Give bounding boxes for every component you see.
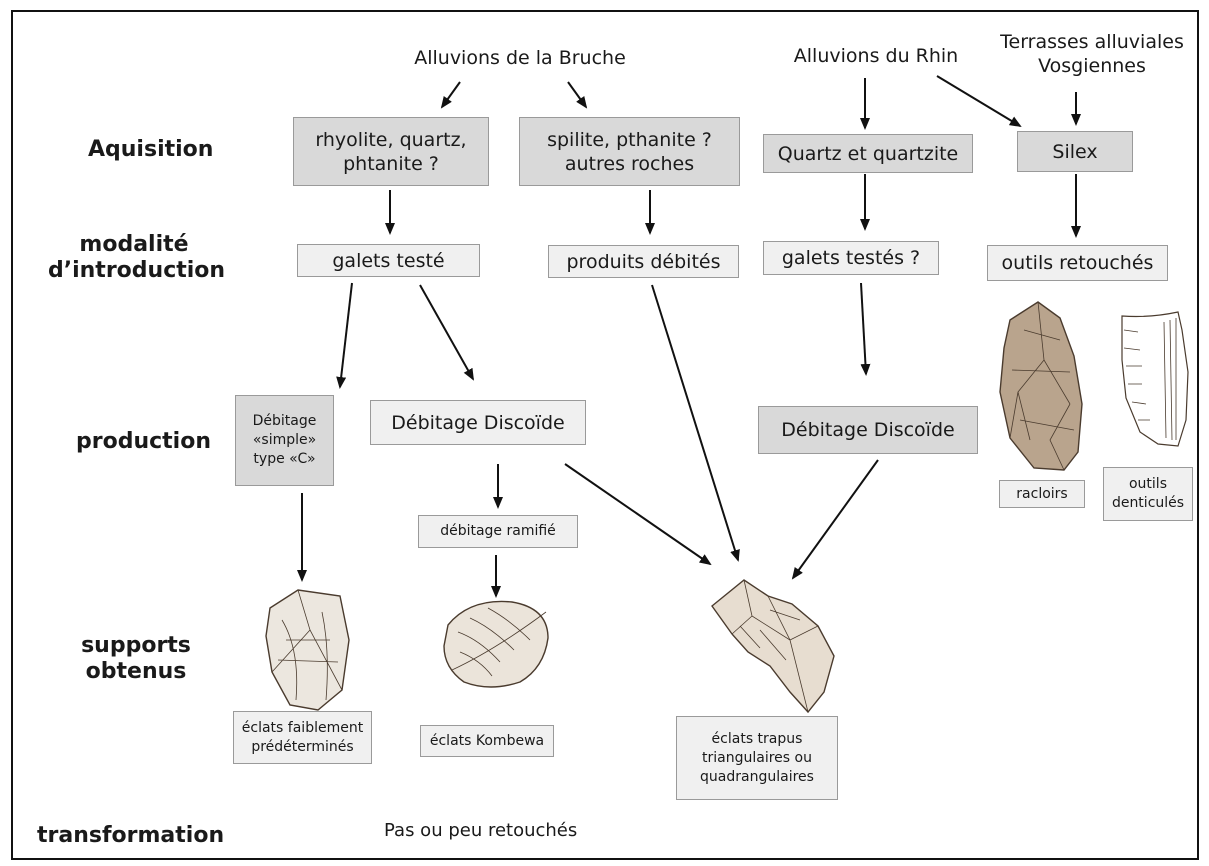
flake-faiblement-drawing (266, 590, 349, 710)
box-debitage-discoide-1: Débitage Discoïde (370, 400, 586, 445)
box-racloirs: racloirs (999, 480, 1085, 508)
box-rhyolite: rhyolite, quartz, phtanite ? (293, 117, 489, 186)
arrow-galetstestes-discoide (861, 283, 866, 374)
racloir-drawing (1000, 302, 1082, 470)
arrow-bruche-spilite (568, 82, 586, 107)
box-galets-testes: galets testés ? (763, 241, 939, 275)
box-eclats-faiblement: éclats faiblement prédéterminés (233, 711, 372, 764)
transformation-text: Pas ou peu retouchés (384, 820, 577, 841)
box-spilite-line2: autres roches (565, 152, 694, 176)
flake-kombewa-drawing (444, 601, 548, 687)
arrow-discoide-trapus (565, 464, 710, 564)
box-debitage-simple-line1: Débitage (253, 412, 317, 431)
box-eclats-trapus: éclats trapus triangulaires ou quadrangu… (676, 716, 838, 800)
box-rhyolite-line2: phtanite ? (343, 152, 439, 176)
box-galets-teste: galets testé (297, 244, 480, 277)
row-label-modalite: modalité d’introduction (48, 232, 220, 284)
source-bruche: Alluvions de la Bruche (370, 46, 670, 70)
source-terrasses-line2: Vosgiennes (992, 54, 1192, 78)
box-denticules-line2: denticulés (1112, 494, 1184, 513)
flake-trapus-drawing (712, 580, 834, 712)
box-produits-debites: produits débités (548, 245, 739, 278)
box-spilite: spilite, pthanite ? autres roches (519, 117, 740, 186)
denticule-drawing (1122, 312, 1188, 446)
arrow-discoide2-trapus (793, 460, 878, 578)
row-label-supports: supports obtenus (80, 633, 192, 685)
row-label-supports-line1: supports (80, 633, 192, 659)
box-debitage-simple: Débitage «simple» type «C» (235, 395, 334, 486)
arrow-rhin-silex (937, 76, 1020, 126)
row-label-production: production (76, 429, 211, 455)
row-label-modalite-line1: modalité (48, 232, 220, 258)
box-debitage-ramifie: débitage ramifié (418, 515, 578, 548)
box-debitage-simple-line2: «simple» (253, 431, 316, 450)
row-label-supports-line2: obtenus (80, 659, 192, 685)
box-eclats-trapus-line1: éclats trapus (712, 730, 803, 749)
box-debitage-simple-line3: type «C» (253, 450, 315, 469)
box-denticules: outils denticulés (1103, 467, 1193, 521)
box-rhyolite-line1: rhyolite, quartz, (315, 128, 466, 152)
box-debitage-discoide-2: Débitage Discoïde (758, 406, 978, 454)
row-label-aquisition: Aquisition (88, 137, 213, 163)
arrow-produits-trapus (652, 285, 738, 560)
box-eclats-kombewa: éclats Kombewa (420, 725, 554, 757)
box-outils-retouches: outils retouchés (987, 245, 1168, 281)
box-eclats-faiblement-line2: prédéterminés (251, 738, 353, 757)
source-rhin: Alluvions du Rhin (766, 44, 986, 68)
box-spilite-line1: spilite, pthanite ? (547, 128, 712, 152)
row-label-modalite-line2: d’introduction (48, 258, 220, 284)
arrow-bruche-rhyolite (442, 82, 460, 107)
arrow-galets-simple (340, 283, 352, 387)
row-label-transformation: transformation (37, 823, 224, 849)
box-eclats-trapus-line2: triangulaires ou (702, 749, 812, 768)
box-quartz: Quartz et quartzite (763, 134, 973, 173)
box-eclats-trapus-line3: quadrangulaires (700, 768, 814, 787)
arrow-galets-discoide (420, 285, 473, 379)
box-denticules-line1: outils (1129, 475, 1167, 494)
source-terrasses: Terrasses alluviales Vosgiennes (992, 30, 1192, 78)
box-silex: Silex (1017, 131, 1133, 172)
box-eclats-faiblement-line1: éclats faiblement (242, 719, 363, 738)
source-terrasses-line1: Terrasses alluviales (992, 30, 1192, 54)
